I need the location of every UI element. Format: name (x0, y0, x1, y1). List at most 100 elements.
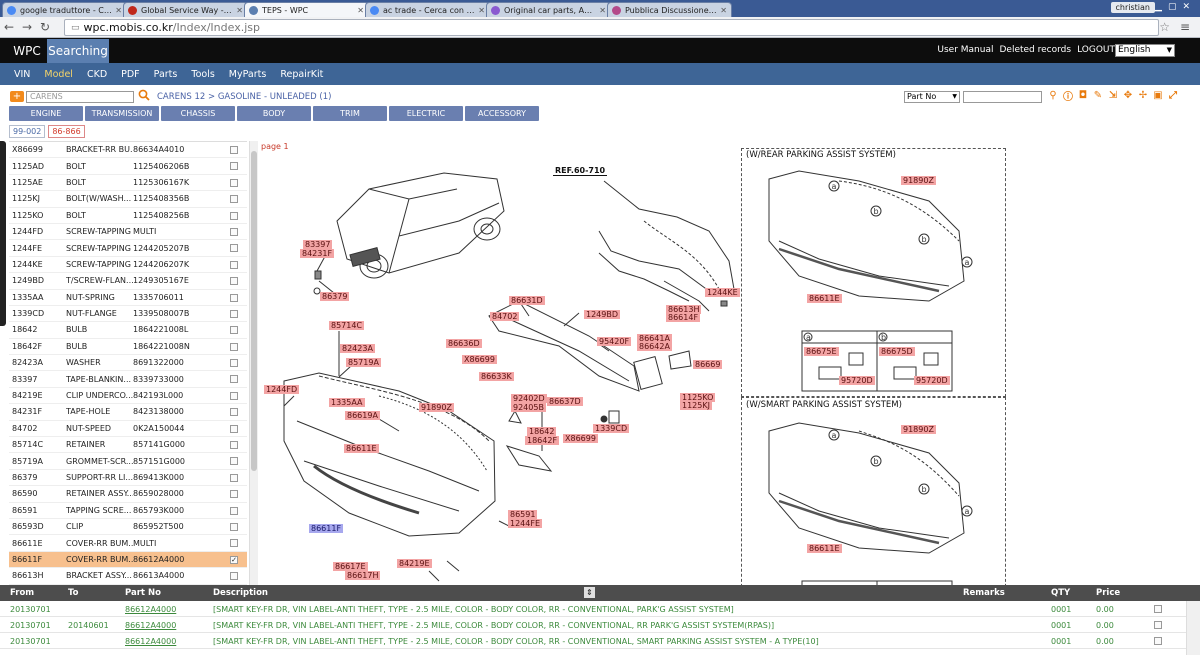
tab-accessory[interactable]: ACCESSORY (465, 106, 539, 121)
part-label[interactable]: X86699 (563, 434, 598, 443)
close-icon[interactable]: ✕ (115, 5, 122, 15)
model-input[interactable]: CARENS (26, 91, 134, 103)
move-icon[interactable]: ✥ (1123, 90, 1133, 101)
close-icon[interactable]: ✕ (478, 5, 485, 15)
part-label-selected[interactable]: 86611F (309, 524, 344, 533)
part-label[interactable]: 92402D (511, 394, 547, 403)
part-label[interactable]: 86631D (509, 296, 545, 305)
part-checkbox[interactable] (230, 375, 238, 384)
part-label[interactable]: 86642A (637, 342, 672, 351)
profile-button[interactable]: christian (1110, 2, 1155, 13)
part-checkbox[interactable] (230, 572, 238, 581)
col-qty[interactable]: QTY (1051, 588, 1071, 598)
part-checkbox[interactable] (230, 195, 238, 204)
part-label[interactable]: 91890Z (419, 403, 454, 412)
part-checkbox[interactable] (230, 293, 238, 302)
page-tab-selected[interactable]: 86-866 (48, 125, 85, 138)
part-label[interactable]: 86613H (666, 305, 702, 314)
part-label[interactable]: X86699 (462, 355, 497, 364)
row-checkbox[interactable] (1154, 637, 1162, 645)
part-label[interactable]: 86641A (637, 334, 672, 343)
logout-link[interactable]: LOGOUT (1077, 45, 1115, 55)
part-label[interactable]: 95720D (839, 376, 875, 385)
part-label[interactable]: 86617E (333, 562, 368, 571)
close-icon[interactable]: ✕ (720, 5, 727, 15)
col-part-no[interactable]: Part No (125, 588, 161, 598)
part-label[interactable]: 86611E (807, 294, 842, 303)
add-button[interactable]: + (10, 91, 24, 102)
menu-icon[interactable]: ≡ (1179, 20, 1190, 34)
window-controls[interactable]: ▁▢✕ (1155, 2, 1196, 12)
tab-body[interactable]: BODY (237, 106, 311, 121)
ref-label[interactable]: REF.60-710 (553, 166, 608, 176)
part-checkbox[interactable] (230, 277, 238, 286)
part-no-link[interactable]: 86612A4000 (125, 621, 177, 630)
search-icon[interactable]: ⚲ (1049, 90, 1057, 101)
browser-tab[interactable]: Original car parts, AMB Tr✕ (486, 2, 611, 17)
nav-ckd[interactable]: CKD (86, 68, 108, 80)
forward-icon[interactable]: → (21, 20, 33, 34)
part-checkbox[interactable] (230, 408, 238, 417)
part-label[interactable]: 86669 (693, 360, 723, 369)
part-label[interactable]: 86619A (345, 411, 380, 420)
col-price[interactable]: Price (1096, 588, 1121, 598)
part-checkbox[interactable] (230, 227, 238, 236)
edit-icon[interactable]: ✎ (1093, 90, 1103, 101)
part-label[interactable]: 1335AA (329, 398, 365, 407)
part-checkbox[interactable] (230, 473, 238, 482)
part-checkbox[interactable] (230, 178, 238, 187)
tab-chassis[interactable]: CHASSIS (161, 106, 235, 121)
part-checkbox[interactable]: ✓ (230, 555, 238, 564)
export-icon[interactable]: ⇲ (1108, 90, 1118, 101)
part-checkbox[interactable] (230, 391, 238, 400)
url-field[interactable]: ▭ wpc.mobis.co.kr/Index/Index.jsp (64, 19, 1159, 36)
part-label[interactable]: 1339CD (593, 424, 630, 433)
part-label[interactable]: 86675E (804, 347, 839, 356)
scrollbar-thumb[interactable] (251, 151, 257, 471)
col-description[interactable]: Description (213, 588, 268, 598)
part-checkbox[interactable] (230, 506, 238, 515)
part-label[interactable]: 1244KE (705, 288, 740, 297)
part-label[interactable]: 86675D (879, 347, 915, 356)
part-checkbox[interactable] (230, 359, 238, 368)
nav-parts[interactable]: Parts (153, 68, 178, 80)
part-checkbox[interactable] (230, 309, 238, 318)
part-checkbox[interactable] (230, 342, 238, 351)
browser-tab[interactable]: google traduttore - Cerca✕ (2, 2, 127, 17)
part-label[interactable]: 86379 (320, 292, 350, 301)
lock-icon[interactable]: ◘ (1078, 90, 1088, 101)
part-label[interactable]: 18642F (525, 436, 560, 445)
part-checkbox[interactable] (230, 326, 238, 335)
model-breadcrumb[interactable]: CARENS 12 > GASOLINE - UNLEADED (1) (157, 92, 332, 102)
page-tab[interactable]: 99-002 (9, 125, 46, 138)
pan-icon[interactable]: ✢ (1138, 90, 1148, 101)
app-logo[interactable]: WPC (13, 44, 41, 58)
part-label[interactable]: 86611E (344, 444, 379, 453)
nav-pdf[interactable]: PDF (121, 68, 140, 80)
results-scrollbar[interactable] (1186, 601, 1200, 655)
part-checkbox[interactable] (230, 162, 238, 171)
part-label[interactable]: 1244FD (264, 385, 300, 394)
part-label[interactable]: 82423A (340, 344, 375, 353)
part-label[interactable]: 84219E (397, 559, 432, 568)
close-icon[interactable]: ✕ (599, 5, 606, 15)
part-checkbox[interactable] (230, 424, 238, 433)
browser-tab[interactable]: ac trade - Cerca con Goog✕ (365, 2, 490, 17)
part-label[interactable]: 86633K (479, 372, 514, 381)
